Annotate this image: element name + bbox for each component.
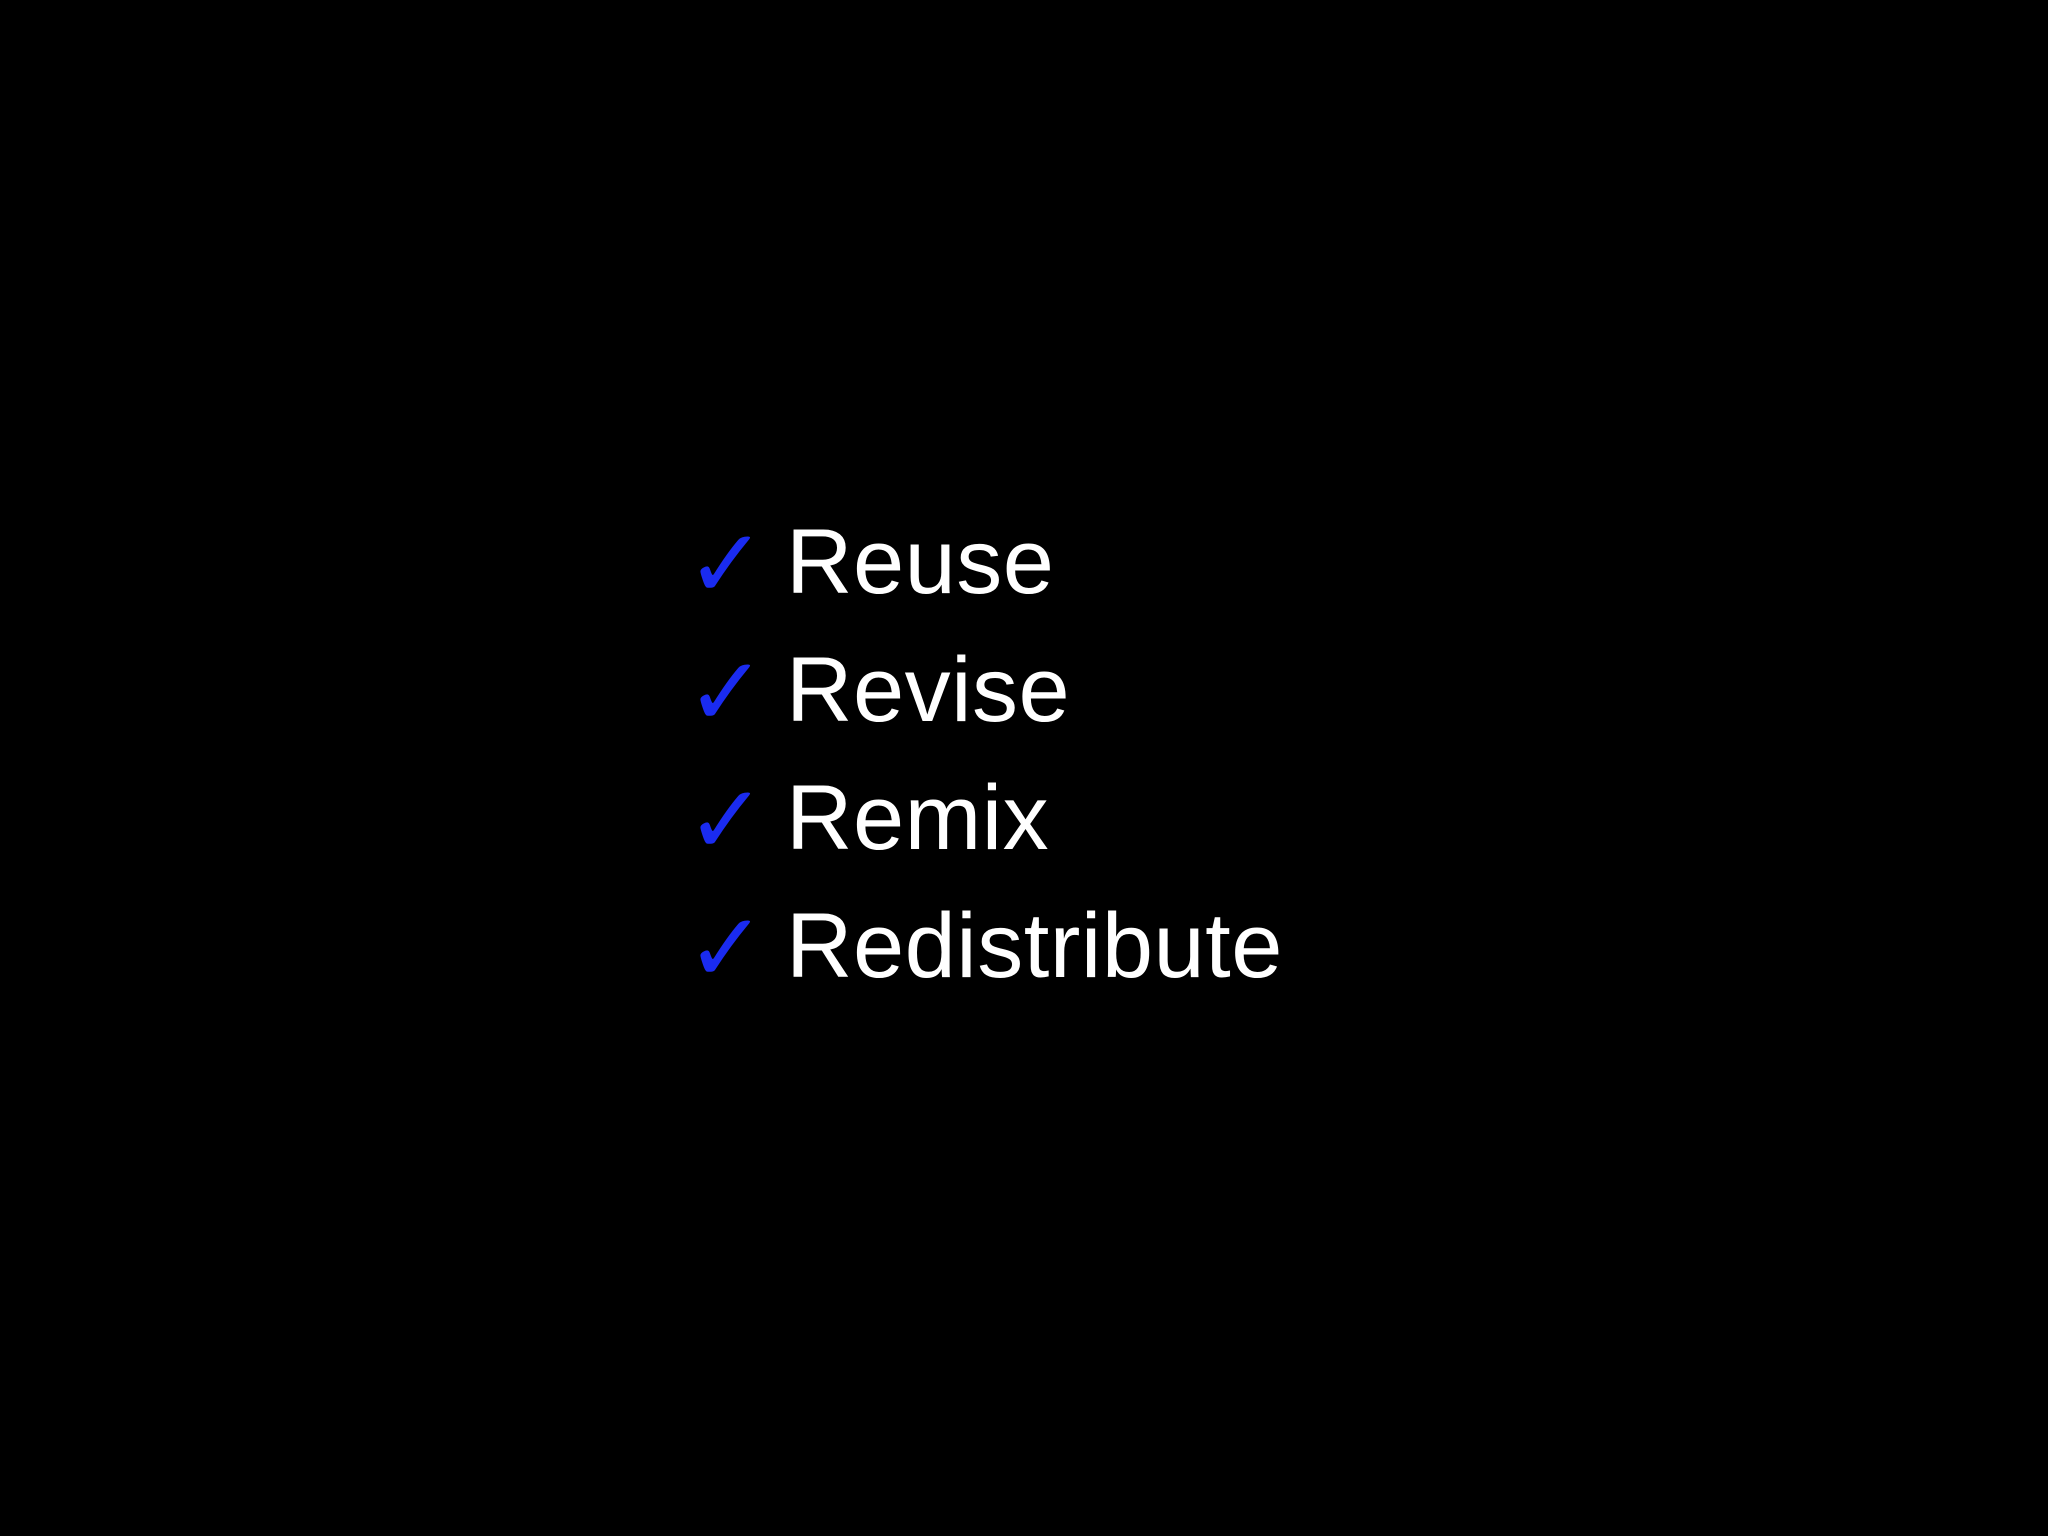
list-item-label: Redistribute <box>786 895 1283 997</box>
check-icon: ✓ <box>686 892 767 1004</box>
list-item: ✓ Revise <box>686 640 1070 768</box>
list-item: ✓ Remix <box>686 768 1049 896</box>
list-item-label: Reuse <box>786 511 1055 613</box>
check-icon: ✓ <box>686 764 767 876</box>
list-item: ✓ Reuse <box>686 512 1054 640</box>
list-item-label: Revise <box>786 639 1071 741</box>
checklist: ✓ Reuse ✓ Revise ✓ Remix ✓ Redistribute <box>686 512 1283 1024</box>
list-item: ✓ Redistribute <box>686 896 1283 1024</box>
check-icon: ✓ <box>686 636 767 748</box>
list-item-label: Remix <box>786 767 1050 869</box>
check-icon: ✓ <box>686 508 767 620</box>
